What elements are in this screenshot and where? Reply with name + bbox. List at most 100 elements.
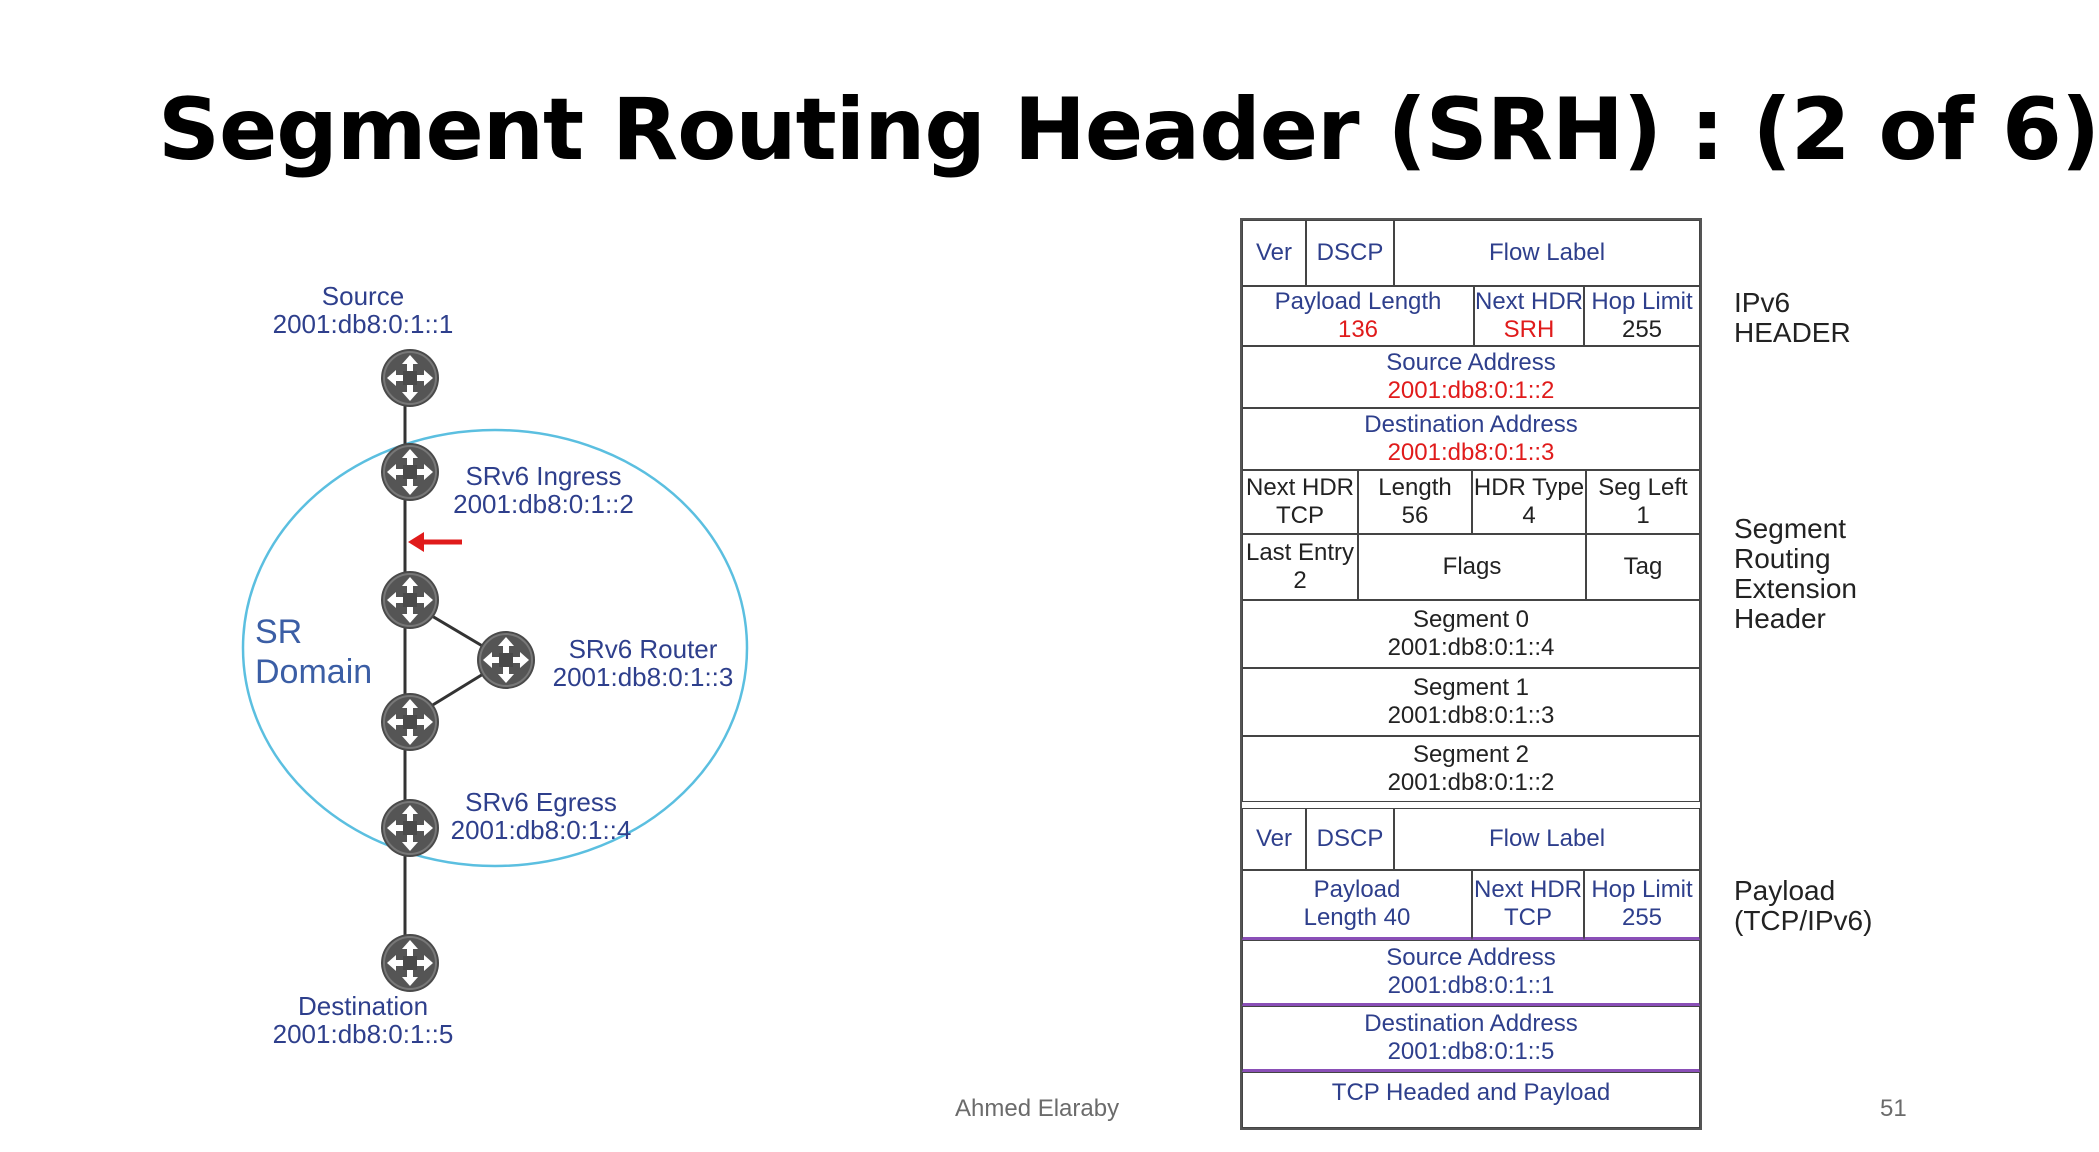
payload-dest-label: Destination Address — [1364, 1010, 1578, 1037]
srh-side-line2: Routing — [1734, 543, 1831, 574]
destination-router-icon — [380, 933, 440, 993]
source-address: 2001:db8:0:1::1 — [272, 309, 454, 339]
srh-length-label: Length — [1378, 474, 1452, 501]
ipv6-hop-limit-value: 255 — [1621, 316, 1663, 343]
source-router-icon — [380, 348, 440, 408]
ipv6-hop-limit-label: Hop Limit — [1591, 288, 1693, 315]
srh-side-label: Segment Routing Extension Header — [1734, 514, 1857, 634]
ipv6-source-label: Source Address — [1386, 349, 1556, 376]
srh-next-hdr-label: Next HDR — [1245, 474, 1354, 501]
egress-router-icon — [380, 798, 440, 858]
segment-0-label: Segment 0 — [1412, 606, 1530, 633]
sr-domain-line1: SR — [255, 613, 303, 651]
ipv6-side-line2: HEADER — [1734, 317, 1851, 348]
segment-2-label: Segment 2 — [1412, 741, 1530, 768]
srh-last-entry: Last Entry 2 — [1242, 534, 1358, 600]
ingress-address: 2001:db8:0:1::2 — [453, 489, 634, 519]
payload-length: Payload Length 40 — [1242, 870, 1472, 940]
ingress-router-icon — [380, 442, 440, 502]
srh-length: Length 56 — [1358, 470, 1472, 534]
srv6-router-icon — [476, 630, 536, 690]
srh-segment-2: Segment 2 2001:db8:0:1::2 — [1242, 736, 1700, 802]
payload-source-address: Source Address 2001:db8:0:1::1 — [1242, 940, 1700, 1006]
network-svg — [241, 348, 749, 993]
payload-next-hdr-label: Next HDR — [1473, 876, 1582, 903]
srh-seg-left: Seg Left 1 — [1586, 470, 1700, 534]
ipv6-side-line1: IPv6 — [1734, 287, 1791, 318]
payload-side-line1: Payload — [1734, 875, 1836, 906]
ipv6-source-address: Source Address 2001:db8:0:1::2 — [1242, 346, 1700, 408]
srh-hdr-type: HDR Type 4 — [1472, 470, 1586, 534]
payload-side-label: Payload (TCP/IPv6) — [1734, 876, 1872, 936]
srh-last-entry-label: Last Entry — [1245, 539, 1355, 566]
srh-side-line1: Segment — [1734, 513, 1847, 544]
egress-label: SRv6 Egress 2001:db8:0:1::4 — [446, 788, 636, 844]
srh-last-entry-value: 2 — [1293, 567, 1307, 594]
segment-0-value: 2001:db8:0:1::4 — [1387, 634, 1555, 661]
source-label: Source 2001:db8:0:1::1 — [258, 282, 468, 338]
red-arrow-icon — [408, 532, 462, 552]
source-name: Source — [321, 281, 405, 311]
ipv6-dest-label: Destination Address — [1364, 411, 1578, 438]
payload-side-line2: (TCP/IPv6) — [1734, 905, 1873, 936]
network-diagram: Source 2001:db8:0:1::1 SRv6 Ingress 2001… — [0, 0, 900, 1152]
payload-next-hdr-value: TCP — [1504, 904, 1552, 931]
ipv6-dest-value: 2001:db8:0:1::3 — [1387, 439, 1555, 466]
ipv6-payload-length: Payload Length 136 — [1242, 286, 1474, 346]
destination-address: 2001:db8:0:1::5 — [272, 1019, 454, 1049]
ipv6-source-value: 2001:db8:0:1::2 — [1387, 377, 1555, 404]
ipv6-next-hdr-value: SRH — [1503, 316, 1555, 343]
srh-hdr-type-label: HDR Type — [1473, 474, 1585, 501]
payload-hop-limit-value: 255 — [1621, 904, 1663, 931]
srh-next-hdr-value: TCP — [1276, 502, 1324, 529]
ipv6-ver: Ver — [1242, 220, 1306, 286]
payload-flow-label: Flow Label — [1394, 808, 1700, 870]
ingress-name: SRv6 Ingress — [465, 461, 622, 491]
ipv6-next-hdr-label: Next HDR — [1475, 288, 1584, 315]
destination-label: Destination 2001:db8:0:1::5 — [258, 992, 468, 1048]
srv6-router-name: SRv6 Router — [568, 634, 718, 664]
ipv6-payload-length-value: 136 — [1337, 316, 1379, 343]
srh-segment-0: Segment 0 2001:db8:0:1::4 — [1242, 600, 1700, 668]
srh-seg-left-label: Seg Left — [1598, 474, 1688, 501]
sr-domain-circle — [241, 428, 749, 868]
srh-side-line4: Header — [1734, 603, 1826, 634]
srv6-router-address: 2001:db8:0:1::3 — [552, 662, 734, 692]
ipv6-payload-length-label: Payload Length — [1274, 288, 1442, 315]
srh-hdr-type-value: 4 — [1522, 502, 1536, 529]
transit-router-2-icon — [380, 692, 440, 752]
payload-dest-value: 2001:db8:0:1::5 — [1387, 1038, 1555, 1065]
srh-next-hdr: Next HDR TCP — [1242, 470, 1358, 534]
slide-title: Segment Routing Header (SRH) : (2 of 6) — [158, 80, 2099, 180]
egress-name: SRv6 Egress — [465, 787, 617, 817]
payload-dscp: DSCP — [1306, 808, 1394, 870]
payload-hop-limit: Hop Limit 255 — [1584, 870, 1700, 940]
payload-destination-address: Destination Address 2001:db8:0:1::5 — [1242, 1006, 1700, 1072]
footer-author: Ahmed Elaraby — [955, 1095, 1120, 1122]
srh-flags: Flags — [1358, 534, 1586, 600]
ipv6-destination-address: Destination Address 2001:db8:0:1::3 — [1242, 408, 1700, 470]
payload-length-label: Payload — [1313, 876, 1401, 903]
segment-1-label: Segment 1 — [1412, 674, 1530, 701]
payload-next-hdr: Next HDR TCP — [1472, 870, 1584, 940]
payload-ver: Ver — [1242, 808, 1306, 870]
srh-length-value: 56 — [1401, 502, 1429, 529]
payload-hop-limit-label: Hop Limit — [1591, 876, 1693, 903]
ipv6-flow-label: Flow Label — [1394, 220, 1700, 286]
page-number: 51 — [1880, 1095, 1907, 1122]
payload-tcp: TCP Headed and Payload — [1242, 1072, 1700, 1128]
destination-name: Destination — [297, 991, 429, 1021]
srv6-router-label: SRv6 Router 2001:db8:0:1::3 — [548, 635, 738, 691]
ipv6-dscp: DSCP — [1306, 220, 1394, 286]
ipv6-hop-limit: Hop Limit 255 — [1584, 286, 1700, 346]
egress-address: 2001:db8:0:1::4 — [450, 815, 632, 845]
payload-source-value: 2001:db8:0:1::1 — [1387, 972, 1555, 999]
segment-1-value: 2001:db8:0:1::3 — [1387, 702, 1555, 729]
srh-tag: Tag — [1586, 534, 1700, 600]
ingress-label: SRv6 Ingress 2001:db8:0:1::2 — [446, 462, 641, 518]
segment-2-value: 2001:db8:0:1::2 — [1387, 769, 1555, 796]
ipv6-next-hdr: Next HDR SRH — [1474, 286, 1584, 346]
srh-side-line3: Extension — [1734, 573, 1857, 604]
transit-router-icon — [380, 570, 440, 630]
srh-segment-1: Segment 1 2001:db8:0:1::3 — [1242, 668, 1700, 736]
